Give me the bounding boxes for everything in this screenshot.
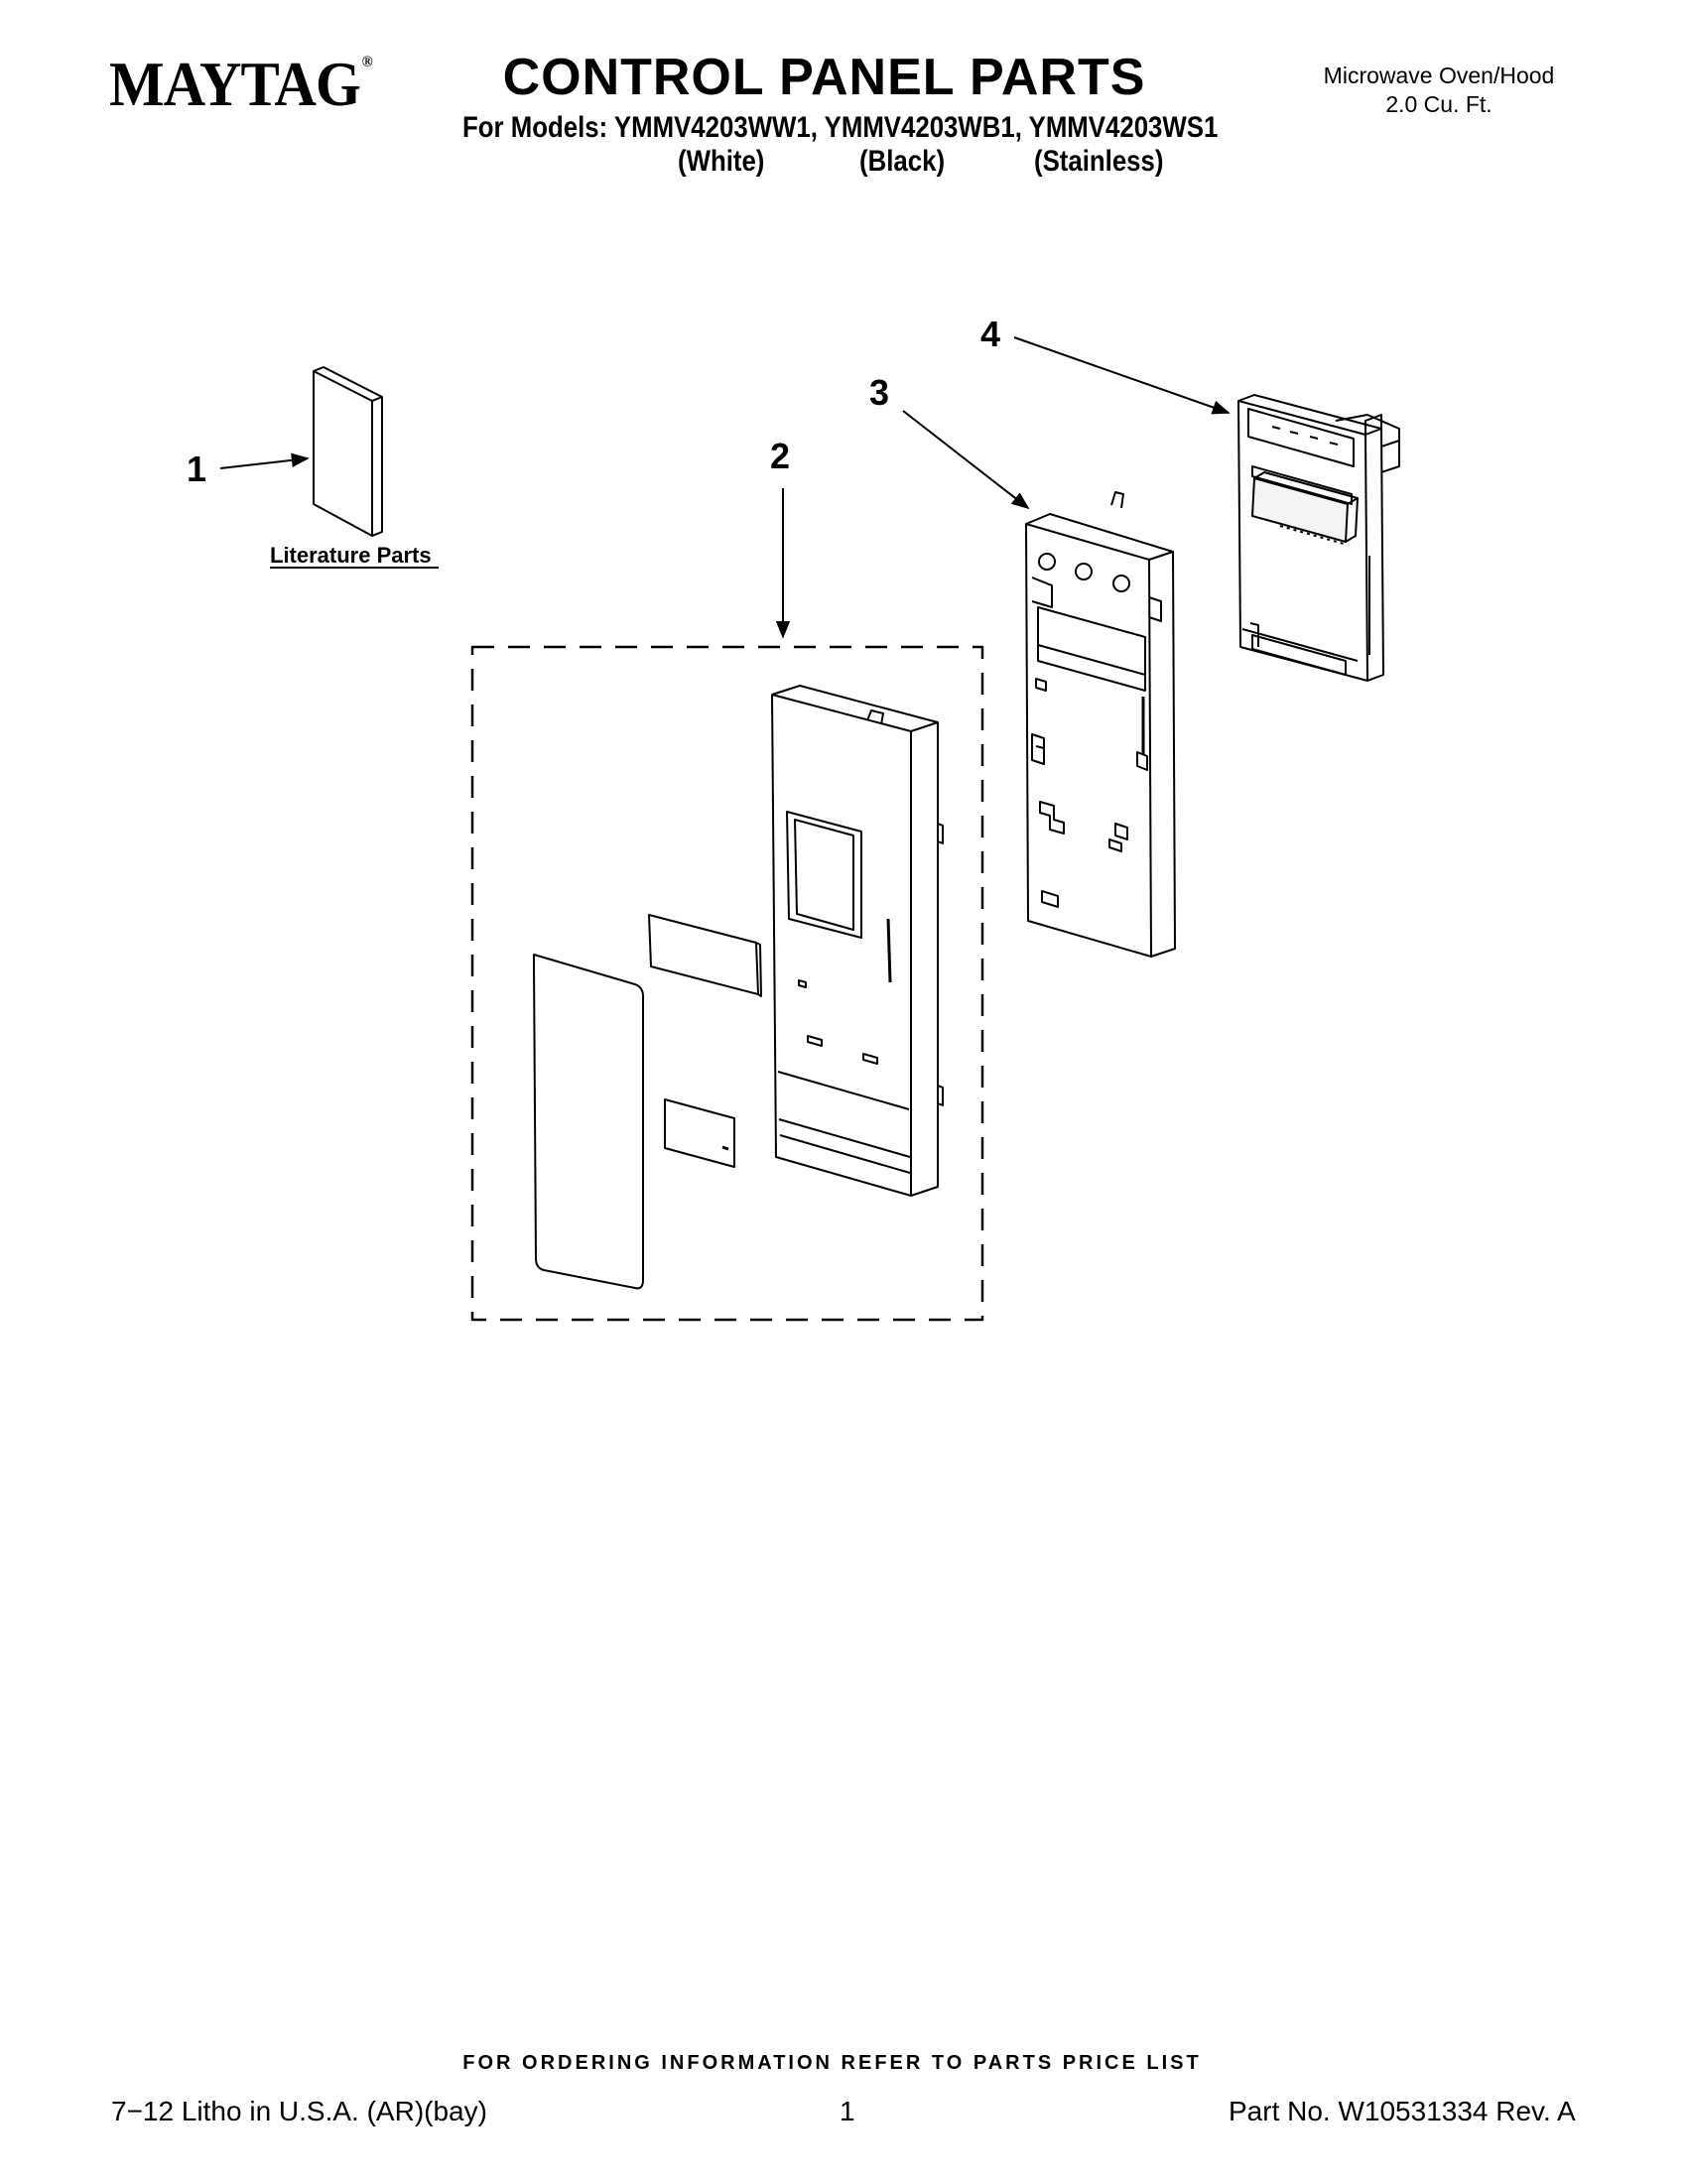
callout-2: 2 <box>770 436 790 476</box>
label-plate <box>664 1098 735 1168</box>
control-panel-kit-boundary <box>470 645 984 1322</box>
page-title: CONTROL PANEL PARTS <box>502 49 1146 106</box>
display-window-insert <box>648 914 762 997</box>
product-description: Microwave Oven/Hood 2.0 Cu. Ft. <box>1290 62 1588 119</box>
registered-mark: ® <box>361 54 373 70</box>
variant-black: (Black) <box>859 145 946 178</box>
literature-booklet <box>313 366 383 537</box>
part-number: Part No. W10531334 Rev. A <box>1229 2096 1576 2126</box>
page-number: 1 <box>840 2096 855 2126</box>
variant-white: (White) <box>678 145 765 178</box>
litho-info: 7−12 Litho in U.S.A. (AR)(bay) <box>111 2096 487 2126</box>
leader-arrow-4 <box>1013 336 1231 415</box>
product-type: Microwave Oven/Hood <box>1323 63 1555 88</box>
control-panel-assembly <box>771 685 944 1197</box>
membrane-overlay <box>533 954 644 1290</box>
callout-3: 3 <box>869 372 889 413</box>
variant-stainless: (Stainless) <box>1034 145 1164 178</box>
callout-4: 4 <box>980 314 1000 354</box>
brand-logo: MAYTAG® <box>109 48 373 121</box>
literature-parts-label: Literature Parts <box>270 543 432 568</box>
callout-1: 1 <box>187 449 206 489</box>
product-capacity: 2.0 Cu. Ft. <box>1385 91 1493 117</box>
electronic-control-board <box>1237 394 1400 682</box>
control-panel-bracket <box>1025 491 1176 958</box>
ordering-note: FOR ORDERING INFORMATION REFER TO PARTS … <box>462 2052 1202 2074</box>
leader-arrow-1 <box>219 452 310 469</box>
models-line: For Models: YMMV4203WW1, YMMV4203WB1, YM… <box>462 111 1219 144</box>
brand-name: MAYTAG <box>109 49 361 119</box>
leader-arrow-3 <box>902 410 1030 510</box>
